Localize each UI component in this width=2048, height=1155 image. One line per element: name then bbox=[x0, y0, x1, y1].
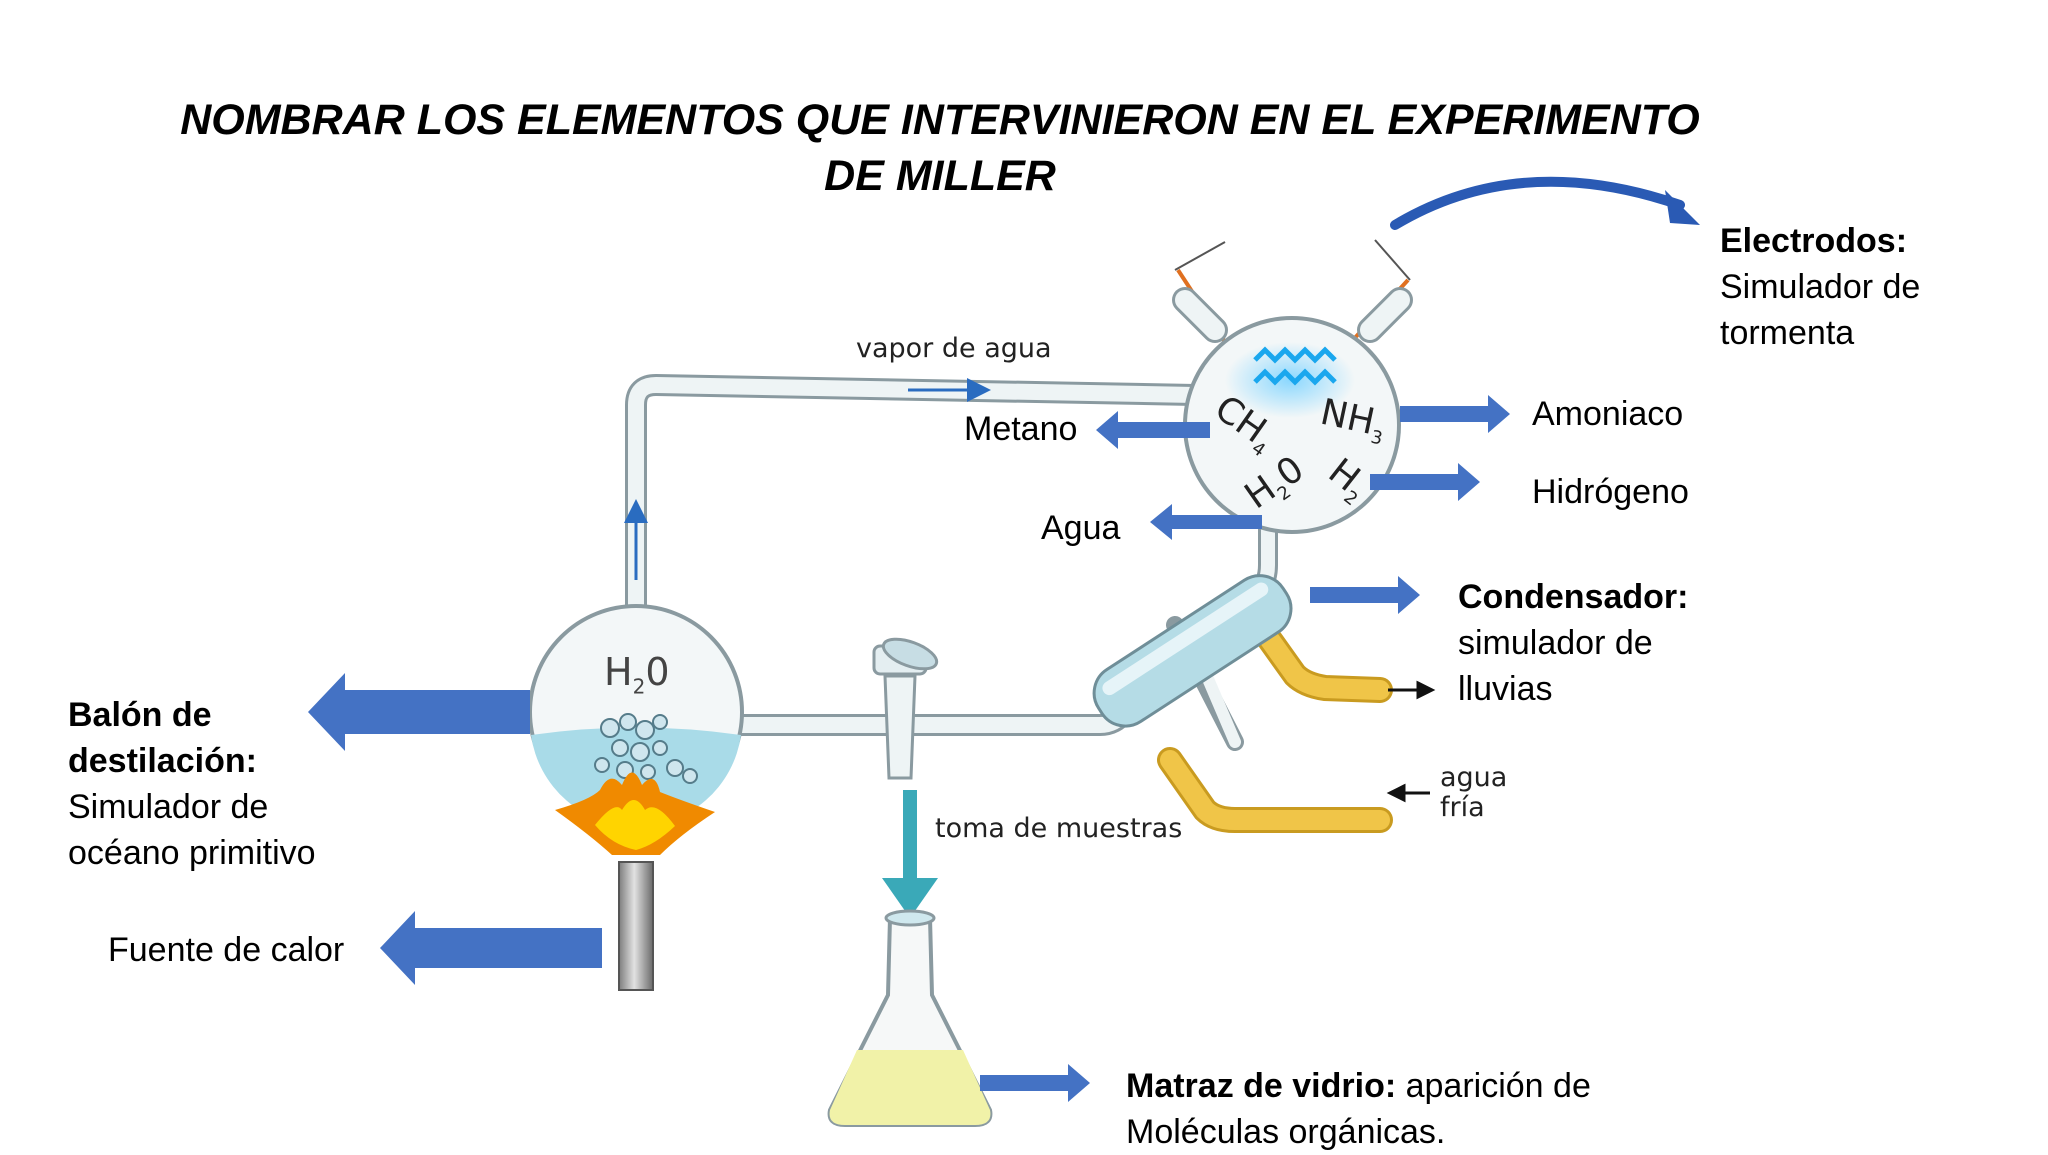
sampling-arrow-shaft bbox=[903, 790, 917, 880]
sampling-arrow-head bbox=[882, 878, 938, 918]
label-h2o-balloon: H20 bbox=[604, 650, 670, 699]
annotation-electrodos: Electrodos: Simulador de tormenta bbox=[1720, 222, 1921, 352]
annotation-arrows bbox=[308, 395, 1510, 1102]
page-title: NOMBRAR LOS ELEMENTOS QUE INTERVINIERON … bbox=[140, 92, 1740, 204]
label-vapor-de-agua: vapor de agua bbox=[856, 333, 1052, 364]
electrode-curve-arrowhead bbox=[1665, 190, 1700, 225]
annotation-fuente: Fuente de calor bbox=[108, 931, 345, 969]
spark-1 bbox=[1253, 346, 1337, 364]
sampling-tap bbox=[872, 637, 939, 780]
water-arrows bbox=[1386, 680, 1436, 803]
flame bbox=[555, 772, 715, 855]
condenser bbox=[1092, 574, 1393, 833]
burner bbox=[618, 861, 654, 991]
annotation-matraz: Matraz de vidrio: aparición de Moléculas… bbox=[1126, 1067, 1591, 1151]
annotation-amoniaco: Amoniaco bbox=[1532, 395, 1684, 433]
glass-flask bbox=[827, 909, 993, 1127]
arrow-metano bbox=[1096, 411, 1210, 449]
electrode-curve-arrow bbox=[1390, 176, 1685, 230]
annotation-hidrogeno: Hidrógeno bbox=[1532, 473, 1689, 511]
annotation-balon: Balón de destilación: Simulador de océan… bbox=[68, 696, 316, 872]
arrow-condensador bbox=[1310, 576, 1420, 614]
spark-2 bbox=[1253, 368, 1337, 386]
arrow-matraz bbox=[980, 1064, 1090, 1102]
arrow-amoniaco bbox=[1400, 395, 1510, 433]
bubbles bbox=[594, 713, 698, 798]
arrow-hidrogeno bbox=[1370, 463, 1480, 501]
annotation-condensador: Condensador: simulador de lluvias bbox=[1458, 578, 1689, 708]
arrow-agua bbox=[1150, 504, 1262, 540]
title-line-1: NOMBRAR LOS ELEMENTOS QUE INTERVINIERON … bbox=[180, 96, 1700, 144]
annotation-agua: Agua bbox=[1041, 509, 1121, 547]
arrow-fuente bbox=[380, 911, 602, 985]
title-line-2: DE MILLER bbox=[824, 152, 1056, 200]
arrow-balon bbox=[308, 673, 530, 751]
annotation-metano: Metano bbox=[964, 410, 1078, 448]
label-toma-de-muestras: toma de muestras bbox=[935, 813, 1183, 844]
